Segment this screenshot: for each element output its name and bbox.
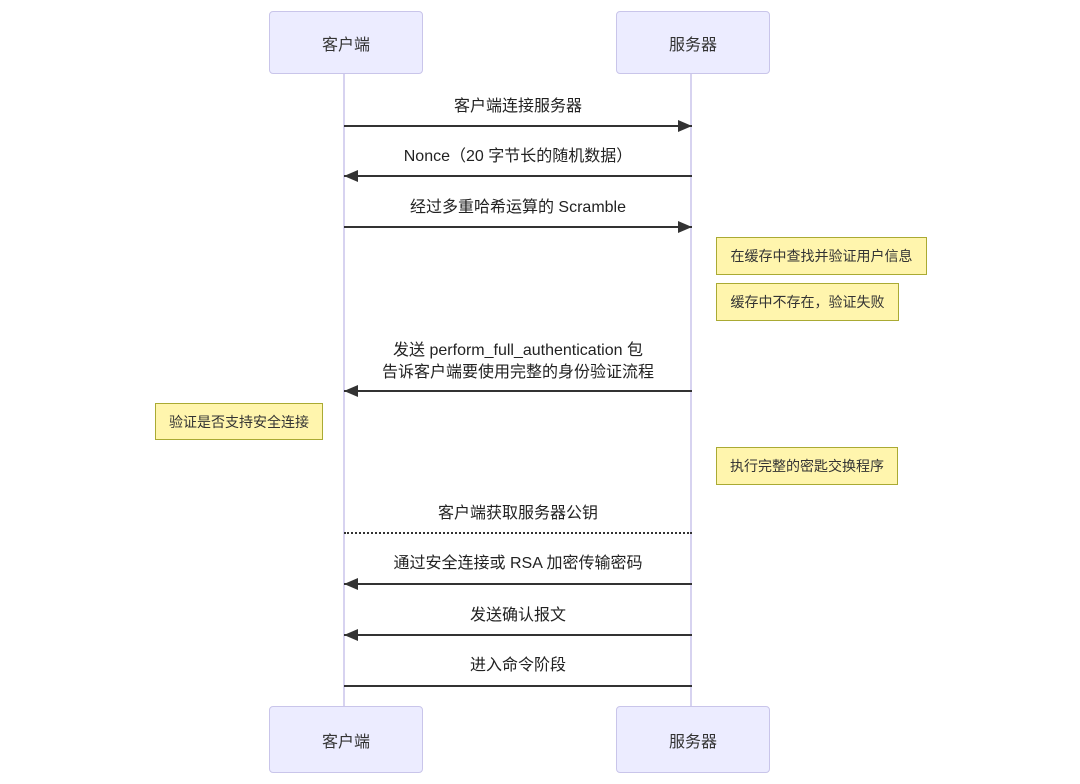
message-rsa-password: 通过安全连接或 RSA 加密传输密码 xyxy=(393,555,643,572)
actor-client-label: 客户端 xyxy=(321,733,370,751)
message-perform-full-auth-line1: 发送 perform_full_authentication 包 xyxy=(393,342,643,359)
note-key-exchange: 执行完整的密匙交换程序 xyxy=(716,447,898,485)
message-nonce: Nonce（20 字节长的随机数据） xyxy=(403,148,633,165)
note-verify-user-cache: 在缓存中查找并验证用户信息 xyxy=(716,237,927,275)
message-command-phase-line xyxy=(344,685,692,687)
message-get-public-key-line xyxy=(344,532,692,534)
note-cache-miss: 缓存中不存在，验证失败 xyxy=(716,283,899,321)
actor-server-label: 服务器 xyxy=(668,36,717,54)
actor-server-top: 服务器 xyxy=(616,11,770,74)
message-connect: 客户端连接服务器 xyxy=(453,98,582,115)
message-command-phase: 进入命令阶段 xyxy=(469,657,566,674)
arrowhead-left-icon xyxy=(344,578,358,590)
actor-client-label: 客户端 xyxy=(321,36,370,54)
note-check-secure-connection: 验证是否支持安全连接 xyxy=(155,403,323,440)
message-rsa-password-line xyxy=(344,578,692,590)
actor-client-top: 客户端 xyxy=(269,11,423,74)
message-ack: 发送确认报文 xyxy=(469,607,566,624)
message-scramble: 经过多重哈希运算的 Scramble xyxy=(409,199,627,216)
arrowhead-left-icon xyxy=(344,629,358,641)
message-ack-line xyxy=(344,629,692,641)
message-perform-full-auth: 发送 perform_full_authentication 包 告诉客户端要使… xyxy=(344,340,692,384)
actor-client-bottom: 客户端 xyxy=(269,706,423,773)
arrowhead-right-icon xyxy=(678,221,692,233)
message-get-public-key: 客户端获取服务器公钥 xyxy=(437,505,598,522)
actor-server-label: 服务器 xyxy=(668,733,717,751)
arrowhead-right-icon xyxy=(678,120,692,132)
actor-server-bottom: 服务器 xyxy=(616,706,770,773)
message-nonce-line xyxy=(344,170,692,182)
arrowhead-left-icon xyxy=(344,385,358,397)
message-perform-full-auth-line xyxy=(344,385,692,397)
message-scramble-line xyxy=(344,221,692,233)
message-perform-full-auth-line2: 告诉客户端要使用完整的身份验证流程 xyxy=(381,364,654,381)
message-connect-line xyxy=(344,120,692,132)
arrowhead-left-icon xyxy=(344,170,358,182)
